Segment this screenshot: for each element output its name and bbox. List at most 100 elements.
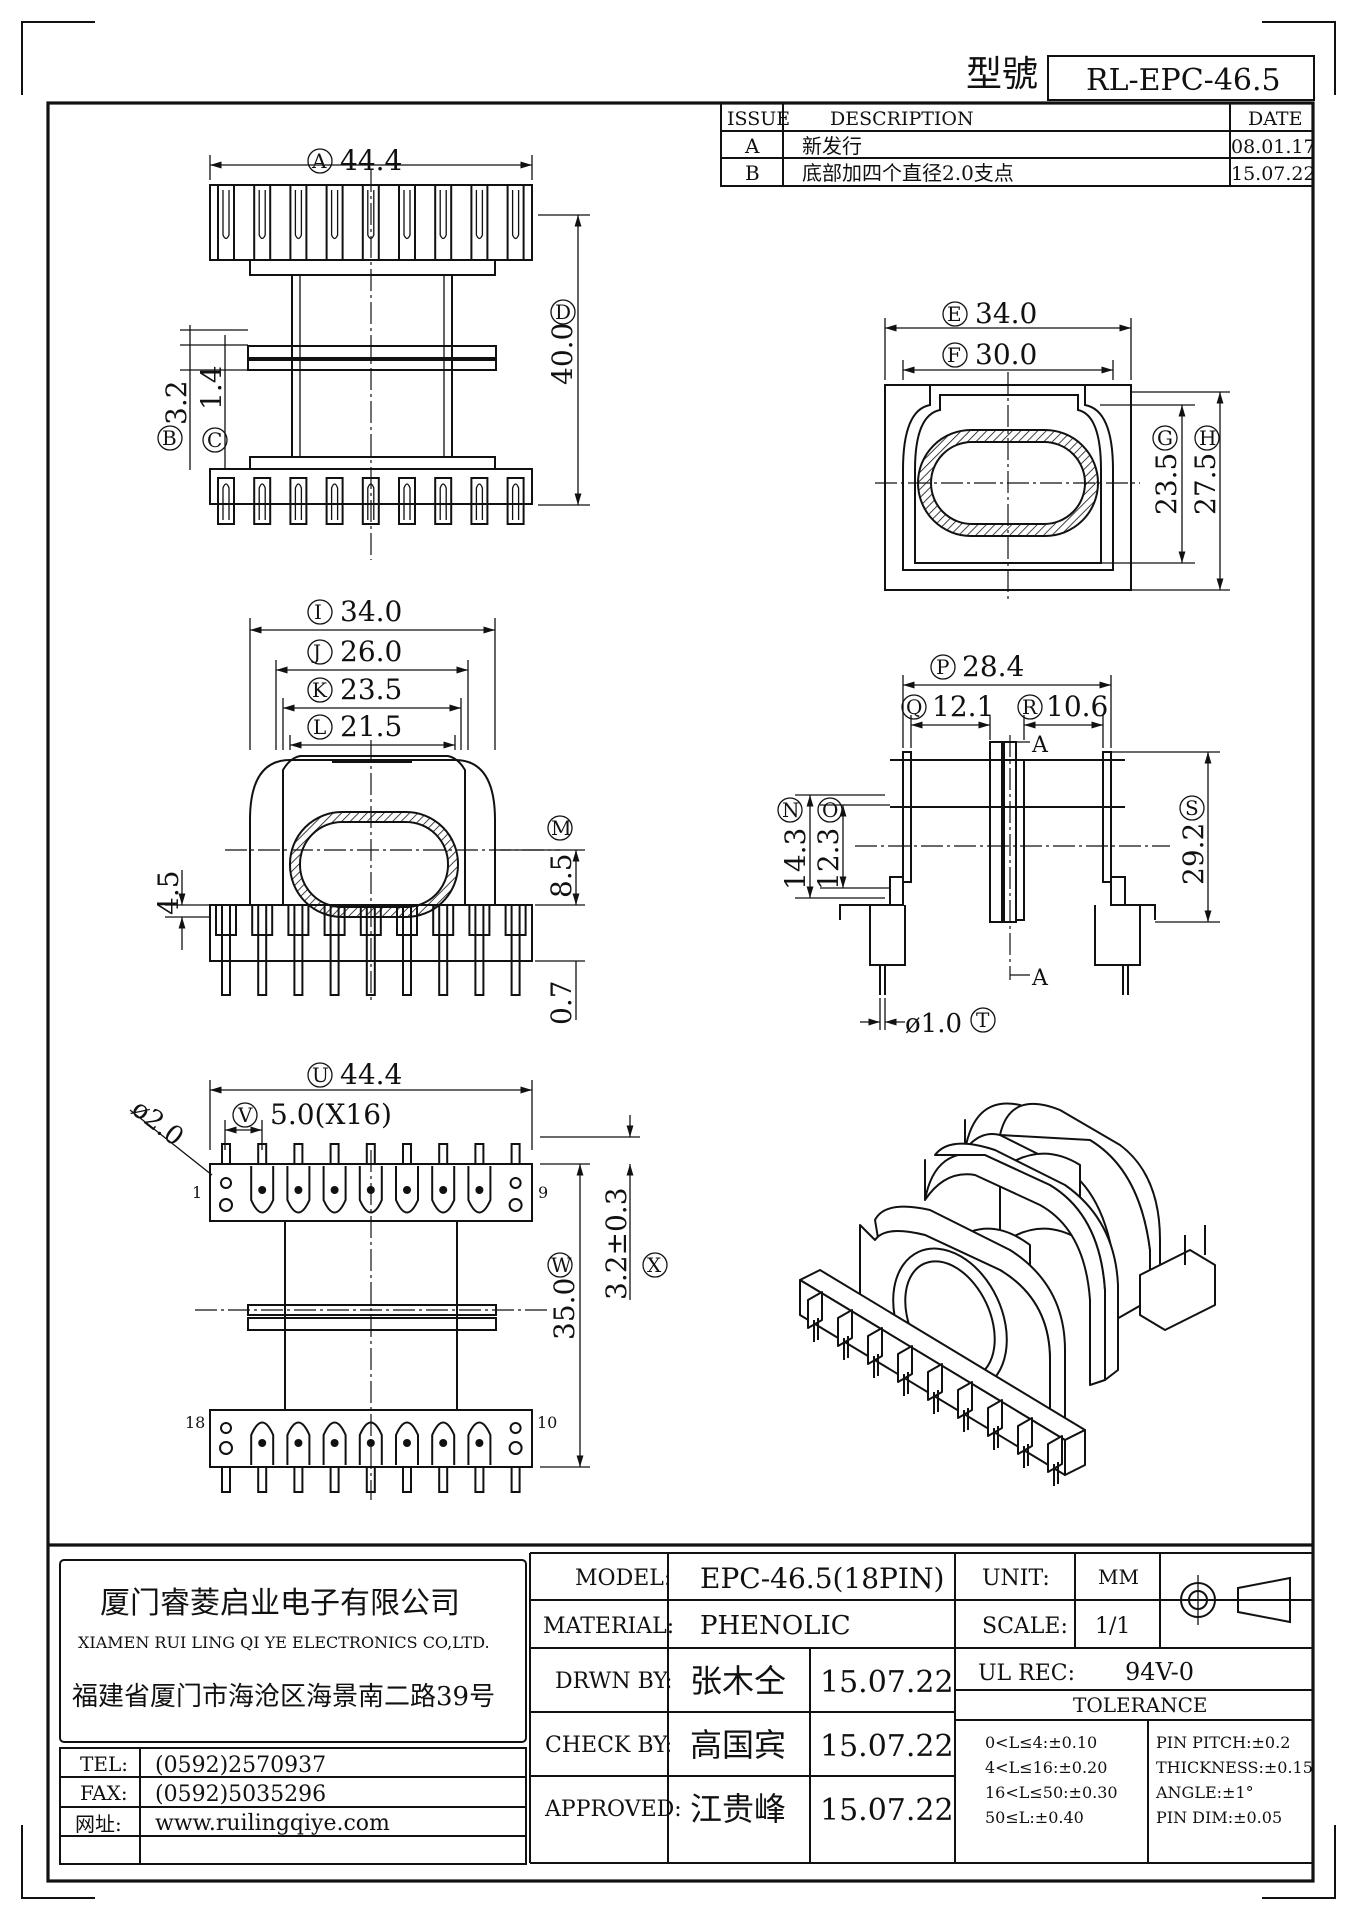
tol-right-1: THICKNESS:±0.15 [1156, 1758, 1313, 1777]
pin-slot [431, 1166, 456, 1214]
top-view: E 34.0 F 30.0 G 23.5 H 27.5 [875, 297, 1230, 600]
pin-slot [358, 1166, 383, 1214]
dim-k-letter: K [312, 678, 328, 702]
bottom-pin-slot [475, 483, 484, 520]
tol-left-1: 4<L≤16:±0.20 [985, 1758, 1107, 1777]
fax-value: (0592)5035296 [155, 1782, 326, 1807]
ul-label: UL REC: [978, 1661, 1075, 1686]
company-name-cn: 厦门睿菱启业电子有限公司 [100, 1586, 460, 1621]
company-name-en: XIAMEN RUI LING QI YE ELECTRONICS CO,LTD… [78, 1633, 490, 1652]
tol-left-2: 16<L≤50:±0.30 [985, 1783, 1118, 1802]
top-pin [325, 184, 344, 261]
projection-symbol-icon [1173, 1575, 1298, 1625]
dim-h-value: 27.5 [1189, 453, 1222, 515]
bottom-pin-slot [258, 483, 266, 520]
bottom-pin-slot [222, 483, 230, 520]
pin-slot [431, 1421, 456, 1465]
dim-c-value: 1.4 [195, 365, 228, 410]
dim-x-letter: X [647, 1253, 662, 1277]
bottom-pin [325, 477, 344, 525]
tolerance-label: TOLERANCE [1073, 1693, 1208, 1717]
tol-right-3: PIN DIM:±0.05 [1156, 1808, 1282, 1827]
web-value: www.ruilingqiye.com [155, 1811, 390, 1836]
rev-row-b-desc: 底部加四个直径2.0支点 [802, 161, 1014, 185]
pin-dot [330, 1186, 339, 1194]
pin-slot [467, 1166, 492, 1214]
pin-dot [258, 1439, 267, 1447]
bottom-pin-slot [330, 483, 339, 520]
bottom-view-pin-top [438, 1143, 449, 1165]
pin-dot [403, 1439, 411, 1447]
dim-v-value: 5.0(X16) [270, 1098, 392, 1131]
web-label: 网址: [75, 1812, 122, 1836]
dim-g-letter: G [1157, 426, 1173, 450]
top-pin [217, 184, 235, 261]
dim-left45-value: 4.5 [152, 870, 185, 915]
ul-value: 94V-0 [1125, 1658, 1194, 1686]
tol-left-3: 50≤L:±0.40 [985, 1808, 1084, 1827]
pin-slot [467, 1421, 492, 1465]
end-view-widths: I 34.0 J 26.0 K 23.5 L 21.5 [249, 595, 496, 750]
locator-hole [509, 1177, 522, 1189]
bottom-view-pin-bottom [474, 1466, 485, 1493]
bottom-view-pin-top [293, 1143, 304, 1165]
dim-l-letter: L [313, 715, 326, 739]
bottom-view-pin-bottom [438, 1466, 449, 1493]
unit-value: MM [1098, 1565, 1139, 1589]
corner-marks [21, 21, 1336, 1899]
dim-o-letter: O [822, 798, 838, 822]
tol-right-0: PIN PITCH:±0.2 [1156, 1733, 1290, 1752]
bottom-pin-slot [403, 483, 411, 520]
dim-w-letter: W [551, 1253, 572, 1277]
pin-slot [286, 1166, 311, 1214]
bottom-view-pin-bottom [293, 1466, 304, 1493]
top-pin-slot [258, 190, 266, 240]
end-view-pin [402, 904, 412, 996]
dim-d-value: 40.0 [546, 323, 579, 385]
locator-hole [508, 1441, 523, 1455]
dim-i-letter: I [314, 600, 322, 624]
end-view-pin [474, 904, 485, 996]
pin-10-label: 10 [537, 1413, 557, 1432]
top-pin [434, 184, 453, 261]
dim-f-letter: F [947, 343, 961, 367]
dim-a-letter: A [311, 149, 327, 173]
pin-slot [322, 1421, 347, 1465]
end-view-pin-socket [396, 905, 418, 936]
dim-h-letter: H [1199, 426, 1216, 450]
dim-b-letter: B [162, 426, 177, 450]
bottom-pin [398, 477, 416, 525]
top-pin-slot [511, 190, 520, 240]
top-pin [398, 184, 416, 261]
top-pin [506, 184, 525, 261]
drawing-frame [46, 101, 1315, 1883]
dim-c-letter: C [207, 428, 222, 452]
dim-m-letter: M [551, 816, 571, 840]
model-header-value: RL-EPC-46.5 [1086, 63, 1281, 98]
dim-t-letter: T [976, 1008, 990, 1032]
pin-dot [258, 1186, 267, 1194]
model-header: 型號 RL-EPC-46.5 [966, 54, 1315, 101]
dim-q-letter: Q [906, 695, 922, 719]
bottom-pin [289, 477, 308, 525]
end-view-pins [215, 904, 527, 996]
end-view-pin [329, 904, 340, 996]
end-view-pin-socket [323, 905, 346, 936]
dim-s-value: 29.2 [1177, 823, 1210, 885]
dim-n-letter: N [782, 798, 800, 822]
bottom-pin [217, 477, 235, 525]
bottom-view-pin-bottom [257, 1466, 268, 1493]
dim-m-value: 8.5 [545, 853, 578, 898]
dim-p-letter: P [936, 655, 949, 679]
rev-row-a-issue: A [744, 134, 760, 158]
locator-hole [219, 1198, 233, 1212]
tol-right-2: ANGLE:±1° [1155, 1783, 1254, 1802]
top-pin-slot [294, 190, 303, 240]
end-view-pin [293, 904, 304, 996]
top-pin [470, 184, 489, 261]
rev-header-date: DATE [1248, 108, 1302, 130]
side-view: A A P 28.4 Q 12.1 R 10.6 N O 14.3 12 [777, 650, 1220, 1039]
dim-u-letter: U [312, 1063, 329, 1087]
end-view-pin-socket [468, 905, 491, 936]
dim-q-value: 12.1 [932, 690, 994, 723]
